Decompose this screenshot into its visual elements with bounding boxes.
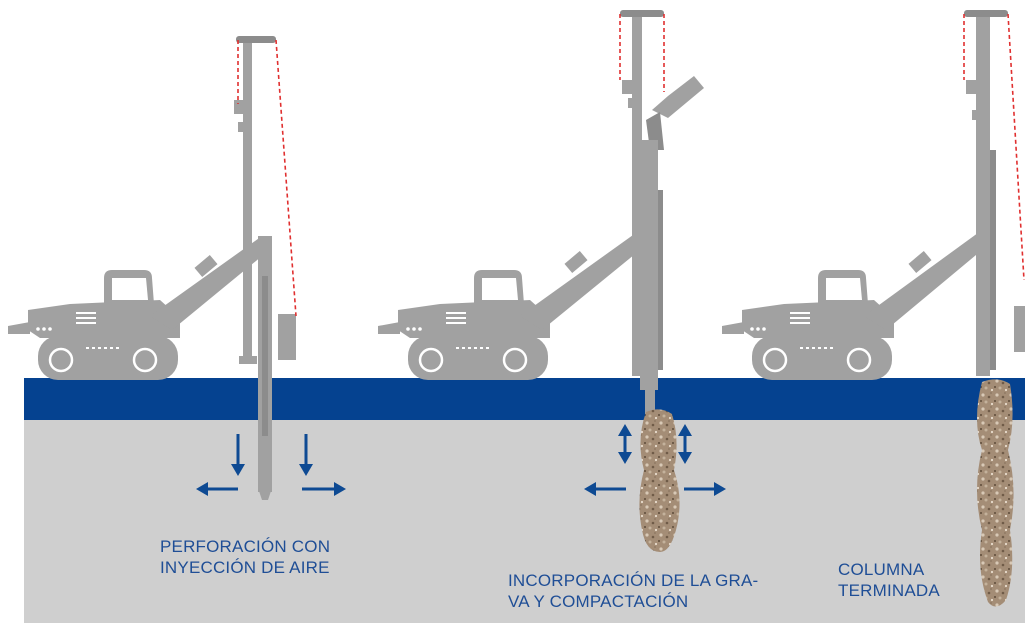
arrows-stage-1 <box>196 434 346 496</box>
caption-line: VA Y COMPACTACIÓN <box>508 592 689 611</box>
ground-surface-band <box>24 378 1025 420</box>
arrow-down-icon <box>299 434 313 476</box>
caption-perforacion: PERFORACIÓN CON INYECCIÓN DE AIRE <box>160 536 330 578</box>
caption-line: TERMINADA <box>838 581 940 600</box>
arrow-up-down-icon <box>678 424 692 464</box>
crawler-rig-1 <box>8 36 296 500</box>
arrow-left-icon <box>196 482 238 496</box>
gravel-column-partial <box>639 409 680 552</box>
arrows-stage-2 <box>584 424 726 496</box>
caption-line: COLUMNA <box>838 560 925 579</box>
caption-line: PERFORACIÓN CON <box>160 537 331 556</box>
vibrator-probe-2 <box>645 378 655 414</box>
crawler-rig-2 <box>378 10 704 390</box>
arrow-down-icon <box>231 434 245 476</box>
caption-line: INCORPORACIÓN DE LA GRA- <box>508 571 759 590</box>
ground-soil <box>24 420 1025 623</box>
arrow-left-icon <box>584 482 626 496</box>
hoist-cable-3 <box>963 13 1025 281</box>
crawler-rig-3 <box>722 10 1025 380</box>
arrow-right-icon <box>302 482 346 496</box>
gravel-column-finished <box>977 379 1014 607</box>
arrow-up-down-icon <box>618 424 632 464</box>
caption-terminada: COLUMNA TERMINADA <box>838 559 940 601</box>
arrow-right-icon <box>684 482 726 496</box>
caption-incorporacion: INCORPORACIÓN DE LA GRA- VA Y COMPACTACI… <box>508 570 758 612</box>
caption-line: INYECCIÓN DE AIRE <box>160 558 330 577</box>
hoist-cable-1 <box>237 39 297 317</box>
hoist-cable-2 <box>619 14 665 92</box>
